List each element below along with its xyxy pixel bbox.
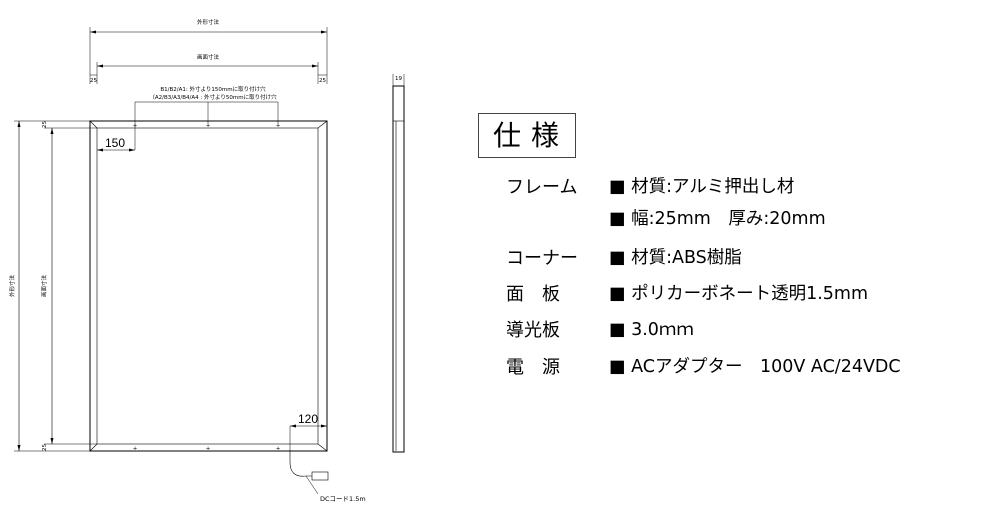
spec-label-face-plate: 面 板	[506, 284, 560, 305]
side-profile: 19	[392, 74, 405, 453]
spec-value-corner: ■ 材質:ABS樹脂	[609, 248, 742, 268]
outer-width-label: 外形寸法	[197, 18, 220, 26]
dc-cable: DCコード1.5m	[289, 451, 366, 503]
screen-width-dimension: 画面寸法 25 25	[90, 53, 327, 84]
svg-text:+: +	[206, 446, 211, 452]
cable-offset-label: 120	[298, 412, 318, 426]
spec-value-frame-material: ■ 材質:アルミ押出し材	[609, 177, 795, 197]
panel-dimension-drawing: 外形寸法 画面寸法 25 25 B1/B2/A1: 外寸より150mmに取り付け…	[8, 18, 405, 503]
svg-text:+: +	[133, 123, 138, 129]
hole-note-line2: （A2/B3/A3/B4/A4 : 外寸より50mmに取り付け穴	[149, 93, 277, 101]
panel-frame	[89, 120, 328, 452]
svg-text:+: +	[276, 446, 281, 452]
cable-label: DCコード1.5m	[320, 495, 366, 503]
depth-label: 19	[395, 76, 402, 82]
spec-value-light-guide: ■ 3.0ｍｍ	[609, 320, 694, 340]
outer-height-dimension: 外形寸法	[8, 120, 90, 452]
svg-text:+: +	[276, 123, 281, 129]
screen-height-dimension: 画面寸法 25 25	[40, 121, 97, 451]
screen-height-label: 画面寸法	[40, 275, 48, 298]
bottom-margin-label: 25	[42, 444, 48, 451]
right-margin-label: 25	[319, 78, 326, 84]
mounting-holes: + + + + + +	[133, 123, 281, 452]
spec-value-frame-size: ■ 幅:25mm 厚み:20mm	[609, 209, 826, 229]
hole-offset-dimension: 150	[97, 136, 135, 152]
hole-offset-label: 150	[105, 136, 125, 150]
spec-title: 仕様	[478, 113, 576, 158]
outer-width-dimension: 外形寸法	[89, 18, 328, 84]
spec-value-face-plate: ■ ポリカーボネート透明1.5mm	[609, 284, 869, 304]
svg-text:+: +	[206, 123, 211, 129]
screen-width-label: 画面寸法	[197, 53, 220, 61]
spec-value-power: ■ ACアダプター 100V AC/24VDC	[609, 357, 901, 377]
svg-text:+: +	[133, 446, 138, 452]
spec-label-frame: フレーム	[506, 177, 578, 198]
spec-label-power: 電 源	[506, 357, 560, 378]
top-margin-label: 25	[42, 121, 48, 128]
outer-height-label: 外形寸法	[8, 275, 16, 298]
spec-label-corner: コーナー	[506, 248, 578, 269]
spec-label-light-guide: 導光板	[506, 320, 560, 341]
cable-offset-dimension: 120	[289, 412, 327, 451]
hole-leader-lines	[134, 101, 279, 150]
left-margin-label: 25	[90, 78, 97, 84]
hole-note-line1: B1/B2/A1: 外寸より150mmに取り付け穴	[160, 85, 266, 93]
